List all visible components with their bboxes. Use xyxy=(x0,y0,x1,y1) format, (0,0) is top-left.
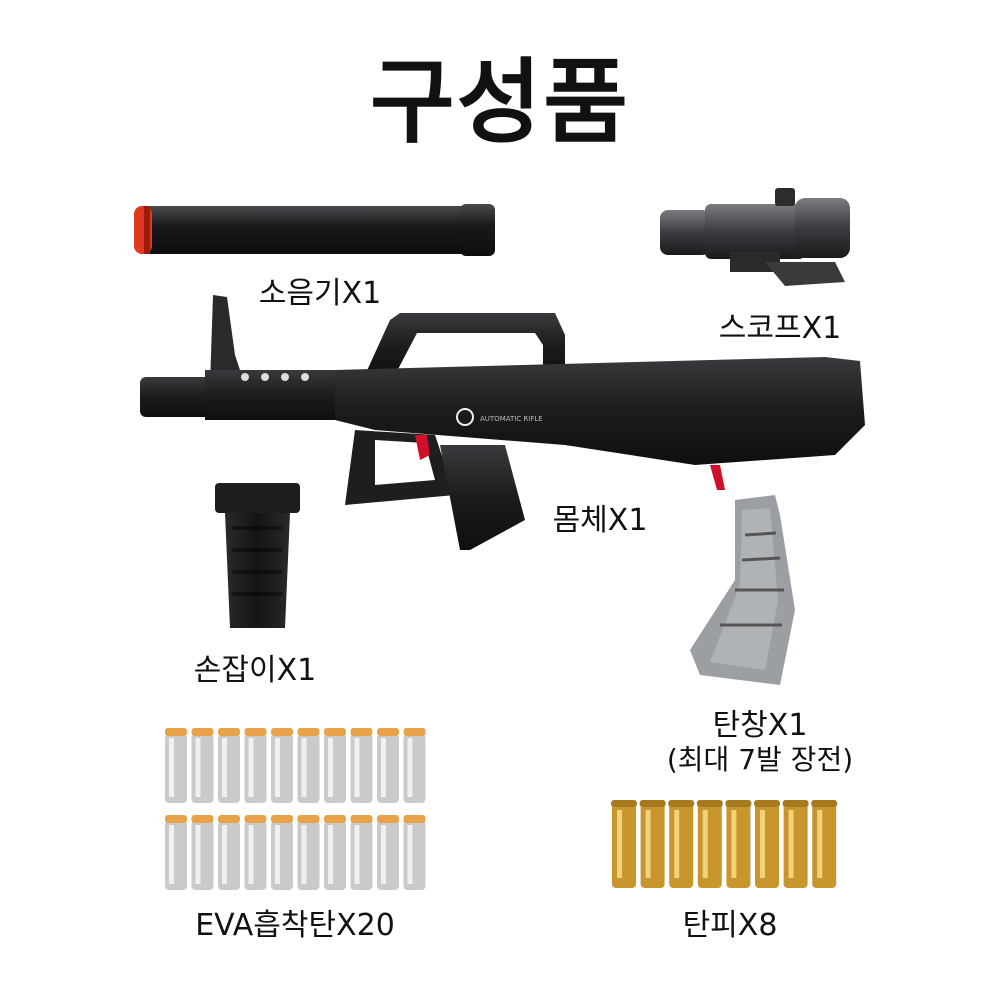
foam-dart xyxy=(377,728,399,803)
foam-dart xyxy=(297,728,320,803)
shell-casing xyxy=(611,800,637,888)
foam-dart xyxy=(244,815,267,890)
foam-dart xyxy=(377,815,399,890)
foam-dart xyxy=(350,728,373,803)
shells-label: 탄피X8 xyxy=(682,908,778,943)
foam-dart xyxy=(350,815,373,890)
shell-casing xyxy=(696,800,723,888)
foam-dart xyxy=(165,728,187,803)
foam-dart xyxy=(297,815,320,890)
foam-dart xyxy=(403,815,426,890)
foam-dart xyxy=(271,815,293,890)
shells-group xyxy=(611,800,844,890)
shell-casing xyxy=(725,800,752,888)
foregrip-icon xyxy=(215,483,300,628)
darts-label: EVA흡착탄X20 xyxy=(195,908,395,943)
foam-dart-icon xyxy=(165,728,426,890)
foam-dart xyxy=(403,728,426,803)
shell-casing xyxy=(811,800,838,888)
foam-dart xyxy=(218,815,240,890)
foam-dart xyxy=(191,728,214,803)
scope-label: 스코프X1 xyxy=(718,311,842,346)
magazine-icon xyxy=(690,495,795,685)
scope-icon xyxy=(660,188,850,286)
body-label: 몸체X1 xyxy=(552,503,648,538)
foam-dart xyxy=(324,728,346,803)
grip-label: 손잡이X1 xyxy=(193,653,317,688)
page-title: 구성품 xyxy=(370,49,630,156)
rifle-logo-text: AUTOMATIC RIFLE xyxy=(480,415,543,423)
silencer-icon xyxy=(134,204,495,256)
silencer-label: 소음기X1 xyxy=(258,276,382,311)
shell-casing xyxy=(639,800,666,888)
foam-dart xyxy=(324,815,346,890)
darts-group xyxy=(165,728,426,893)
foam-dart xyxy=(165,815,187,890)
foam-dart xyxy=(218,728,240,803)
magazine-sublabel: (최대 7발 장전) xyxy=(666,743,854,776)
rifle-body-icon: AUTOMATIC RIFLE xyxy=(140,295,865,550)
shell-casing-icon xyxy=(611,800,838,888)
shell-casing xyxy=(668,800,695,888)
shell-casing xyxy=(754,800,780,888)
foam-dart xyxy=(191,815,214,890)
foam-dart xyxy=(271,728,293,803)
foam-dart xyxy=(244,728,267,803)
shell-casing xyxy=(782,800,809,888)
magazine-label: 탄창X1 xyxy=(712,708,808,743)
